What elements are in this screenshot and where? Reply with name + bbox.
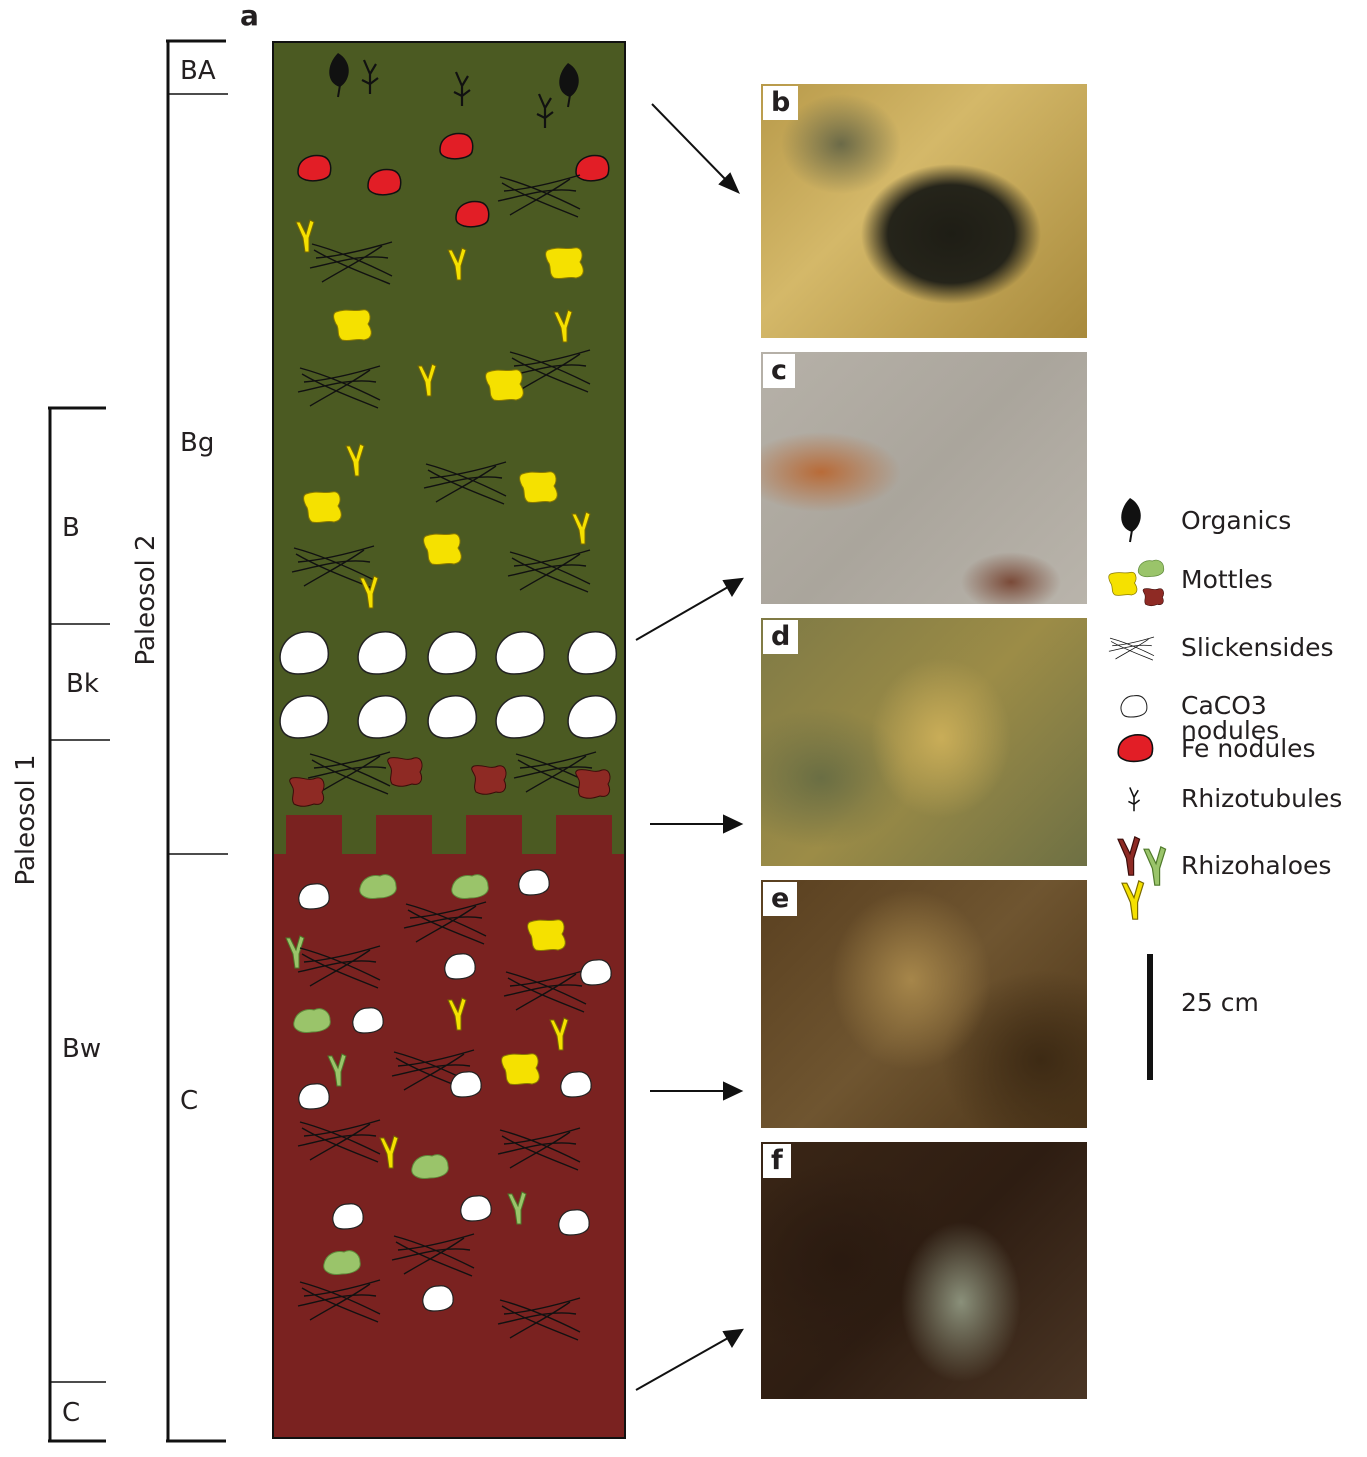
caco3-icon [1120,695,1148,718]
legend-icons [1108,497,1167,1080]
legend-rhizohaloes: Rhizohaloes [1181,851,1332,880]
photo-label-d: d [763,620,799,654]
scale-label: 25 cm [1181,988,1259,1017]
photo-label-c: c [763,354,796,388]
rhizohalo-icon [1117,836,1167,920]
photo-c [761,352,1087,604]
rhizotubule-icon [1127,786,1141,812]
legend-slickensides: Slickensides [1181,633,1334,662]
photo-label-e: e [763,882,798,916]
p1-horizon-b: B [62,513,80,543]
photo-f [761,1142,1087,1399]
fe-nodule-icon [1117,734,1154,763]
legend-caco3: CaCO3 nodules [1181,691,1280,745]
photo-label-f: f [763,1144,791,1178]
photo-label-b: b [763,86,799,120]
photo-d [761,618,1087,866]
p2-horizon-c: C [180,1086,199,1116]
paleosol1-title: Paleosol 1 [11,754,41,886]
legend-fe: Fe nodules [1181,734,1316,763]
organics-icon [1120,497,1142,543]
p1-horizon-bw: Bw [62,1034,102,1064]
panel-label-a: a [240,0,259,32]
photo-b [761,84,1087,338]
paleosol1-bracket [48,406,110,1443]
legend-rhizotubules: Rhizotubules [1181,784,1343,813]
p1-horizon-c: C [62,1398,81,1428]
photo-e [761,880,1087,1128]
legend-organics: Organics [1181,506,1292,535]
p2-horizon-ba: BA [180,56,216,86]
mottles-icon [1108,559,1165,607]
p1-horizon-bk: Bk [66,669,99,699]
paleosol2-title: Paleosol 2 [131,534,161,666]
arrows [635,103,744,1391]
p2-horizon-bg: Bg [180,428,215,458]
paleosol2-bracket [166,39,228,1443]
legend-mottles: Mottles [1181,565,1273,594]
slickensides-icon [1108,636,1155,661]
